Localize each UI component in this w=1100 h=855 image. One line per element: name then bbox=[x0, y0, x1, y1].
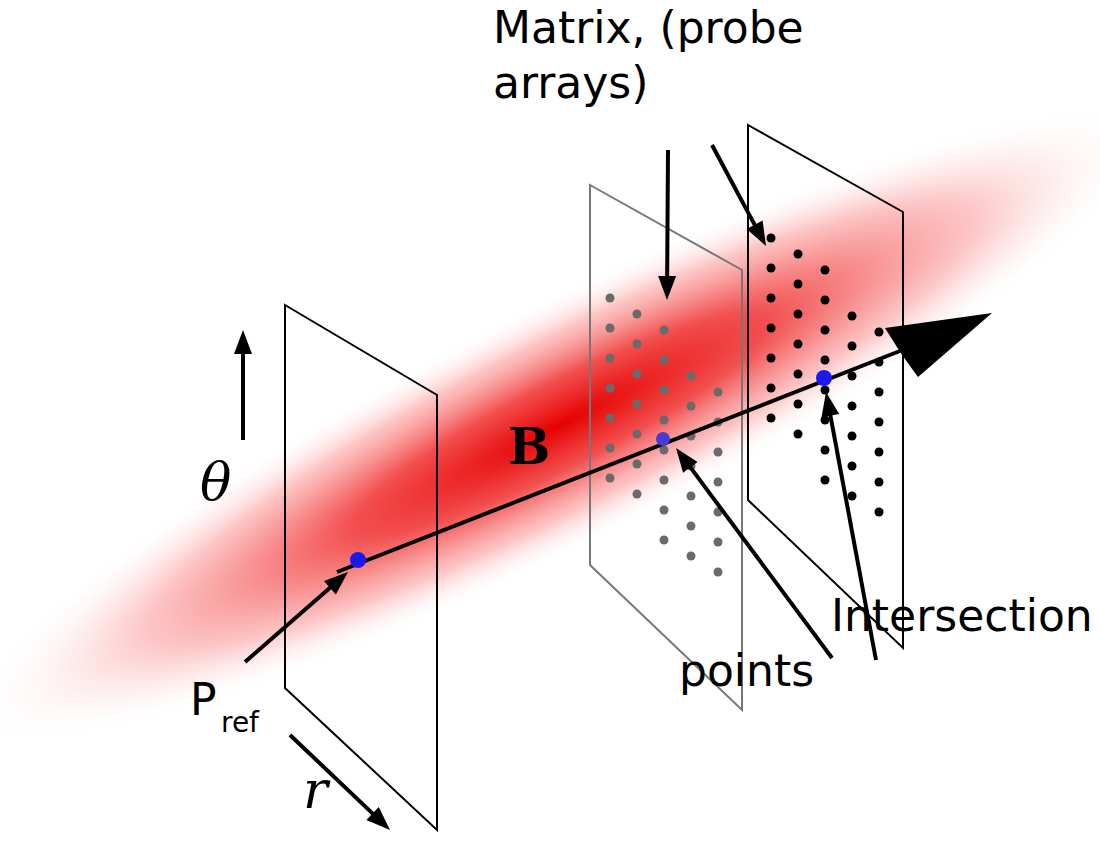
probe-dot bbox=[821, 296, 830, 305]
probe-dot bbox=[633, 490, 642, 499]
probe-dot bbox=[821, 326, 830, 335]
probe-dot bbox=[660, 506, 669, 515]
leader-line bbox=[689, 466, 832, 658]
callout-label: Intersection points bbox=[679, 588, 1094, 698]
probe-dot bbox=[821, 266, 830, 275]
probe-dot bbox=[714, 478, 723, 487]
leader-arrowhead bbox=[658, 276, 676, 300]
probe-dot bbox=[606, 354, 615, 363]
probe-dot bbox=[821, 356, 830, 365]
leader-line bbox=[245, 586, 331, 662]
probe-dot bbox=[794, 280, 803, 289]
point-label: P bbox=[190, 672, 217, 727]
probe-dot bbox=[848, 342, 857, 351]
reference-plane bbox=[285, 305, 437, 830]
probe-dot bbox=[875, 508, 884, 517]
probe-dot bbox=[794, 310, 803, 319]
probe-dot bbox=[660, 476, 669, 485]
probe-dot bbox=[660, 386, 669, 395]
probe-dot bbox=[660, 416, 669, 425]
probe-dot bbox=[660, 326, 669, 335]
axis-label: θ bbox=[200, 450, 231, 515]
probe-plane bbox=[748, 125, 903, 648]
leader-arrowhead bbox=[366, 807, 390, 830]
matrix-label: Matrix, (probe arrays) bbox=[493, 0, 811, 110]
probe-dot bbox=[606, 444, 615, 453]
axis-label: r bbox=[303, 758, 328, 823]
probe-dot bbox=[875, 478, 884, 487]
probe-dot bbox=[794, 250, 803, 259]
probe-dot bbox=[633, 430, 642, 439]
reference-point bbox=[350, 552, 366, 568]
probe-dot bbox=[687, 402, 696, 411]
probe-dot bbox=[875, 328, 884, 337]
probe-dot bbox=[687, 492, 696, 501]
probe-dot bbox=[848, 462, 857, 471]
probe-dot bbox=[767, 354, 776, 363]
probe-dot bbox=[821, 386, 830, 395]
probe-dots bbox=[767, 234, 884, 517]
probe-dot bbox=[875, 448, 884, 457]
probe-dot bbox=[714, 388, 723, 397]
leader-line bbox=[290, 735, 374, 815]
probe-dot bbox=[794, 340, 803, 349]
probe-dot bbox=[848, 492, 857, 501]
probe-dot bbox=[848, 312, 857, 321]
probe-dot bbox=[821, 476, 830, 485]
probe-dot bbox=[687, 522, 696, 531]
probe-dot bbox=[687, 552, 696, 561]
probe-dot bbox=[660, 536, 669, 545]
field-arrowhead bbox=[885, 313, 992, 377]
probe-dot bbox=[714, 448, 723, 457]
probe-dot bbox=[606, 294, 615, 303]
intersection-point bbox=[656, 432, 670, 446]
plasma-beam bbox=[0, 18, 1100, 831]
probe-dot bbox=[714, 538, 723, 547]
probe-dots bbox=[606, 294, 723, 577]
probe-dot bbox=[767, 234, 776, 243]
leader-arrowhead bbox=[234, 330, 252, 354]
probe-dot bbox=[660, 356, 669, 365]
probe-dot bbox=[606, 324, 615, 333]
probe-dot bbox=[821, 446, 830, 455]
probe-dot bbox=[606, 414, 615, 423]
probe-dot bbox=[848, 432, 857, 441]
probe-dot bbox=[633, 310, 642, 319]
probe-dot bbox=[767, 384, 776, 393]
probe-dot bbox=[633, 400, 642, 409]
leader-line bbox=[712, 145, 756, 227]
leader-arrows bbox=[234, 145, 876, 830]
probe-dot bbox=[875, 418, 884, 427]
field-label: B bbox=[508, 416, 550, 479]
leader-arrowhead bbox=[324, 572, 348, 595]
leader-arrowhead bbox=[822, 392, 840, 417]
probe-dot bbox=[633, 340, 642, 349]
leader-arrowhead bbox=[747, 221, 766, 246]
probe-dot bbox=[633, 370, 642, 379]
probe-dot bbox=[714, 568, 723, 577]
probe-dot bbox=[848, 402, 857, 411]
probe-dot bbox=[606, 474, 615, 483]
probe-dot bbox=[767, 324, 776, 333]
probe-dot bbox=[633, 460, 642, 469]
probe-dot bbox=[794, 430, 803, 439]
probe-dot bbox=[794, 370, 803, 379]
field-line bbox=[337, 349, 905, 572]
leader-line bbox=[665, 150, 670, 278]
probe-dot bbox=[794, 400, 803, 409]
probe-dot bbox=[767, 414, 776, 423]
leader-line bbox=[241, 352, 245, 440]
subscript-label: ref bbox=[221, 705, 259, 740]
probe-dot bbox=[687, 372, 696, 381]
probe-dot bbox=[875, 388, 884, 397]
probe-dot bbox=[606, 384, 615, 393]
intersection-point bbox=[816, 370, 832, 386]
probe-dot bbox=[767, 294, 776, 303]
leader-arrowhead bbox=[676, 448, 698, 473]
probe-dot bbox=[767, 264, 776, 273]
